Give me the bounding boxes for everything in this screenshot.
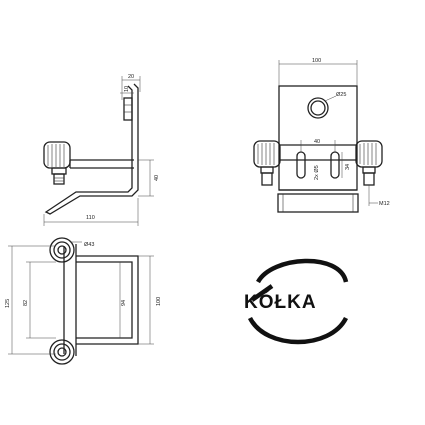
dim-front-width: 100 bbox=[278, 58, 358, 86]
svg-text:82: 82 bbox=[23, 300, 29, 306]
svg-text:100: 100 bbox=[156, 297, 162, 306]
front-wheel-left bbox=[253, 140, 281, 186]
svg-text:2x Ø5: 2x Ø5 bbox=[314, 165, 320, 180]
svg-text:100: 100 bbox=[312, 58, 321, 64]
plan-wheel-bottom bbox=[49, 339, 75, 365]
dim-depth: 110 bbox=[43, 198, 139, 226]
front-view: Ø25 40 2x Ø5 34 bbox=[253, 58, 390, 213]
dim-inner: 94 bbox=[119, 262, 127, 338]
svg-text:M12: M12 bbox=[379, 201, 390, 207]
dim-overall: 125 bbox=[5, 245, 56, 355]
front-wheel-right bbox=[355, 140, 383, 186]
front-hole: Ø25 bbox=[307, 92, 346, 119]
dim-top-width: 20 bbox=[121, 74, 141, 100]
svg-text:40: 40 bbox=[154, 175, 160, 181]
dim-flange: 10 bbox=[120, 86, 134, 94]
dim-wheel-span: 82 bbox=[23, 261, 56, 339]
side-view: 20 10 40 110 bbox=[43, 74, 160, 226]
svg-text:40: 40 bbox=[314, 139, 320, 145]
kolka-logo: KÓŁKA bbox=[244, 258, 349, 345]
svg-text:110: 110 bbox=[86, 215, 95, 221]
svg-text:125: 125 bbox=[5, 299, 11, 308]
front-slots: 40 2x Ø5 34 bbox=[296, 139, 351, 180]
dim-bolt: M12 bbox=[368, 185, 390, 207]
plan-view: Ø43 125 82 94 100 bbox=[5, 237, 162, 365]
svg-text:20: 20 bbox=[128, 74, 134, 80]
dim-height: 40 bbox=[138, 159, 160, 197]
svg-text:Ø25: Ø25 bbox=[336, 92, 346, 98]
svg-text:94: 94 bbox=[121, 300, 127, 306]
svg-text:10: 10 bbox=[124, 86, 130, 92]
side-wheel bbox=[43, 141, 71, 185]
logo-text: KÓŁKA bbox=[244, 291, 317, 313]
svg-text:Ø43: Ø43 bbox=[84, 242, 94, 248]
dim-wheel-dia: Ø43 bbox=[70, 241, 94, 248]
svg-text:34: 34 bbox=[345, 164, 351, 170]
dim-outer: 100 bbox=[138, 255, 162, 345]
plan-wheel-top bbox=[49, 237, 75, 263]
